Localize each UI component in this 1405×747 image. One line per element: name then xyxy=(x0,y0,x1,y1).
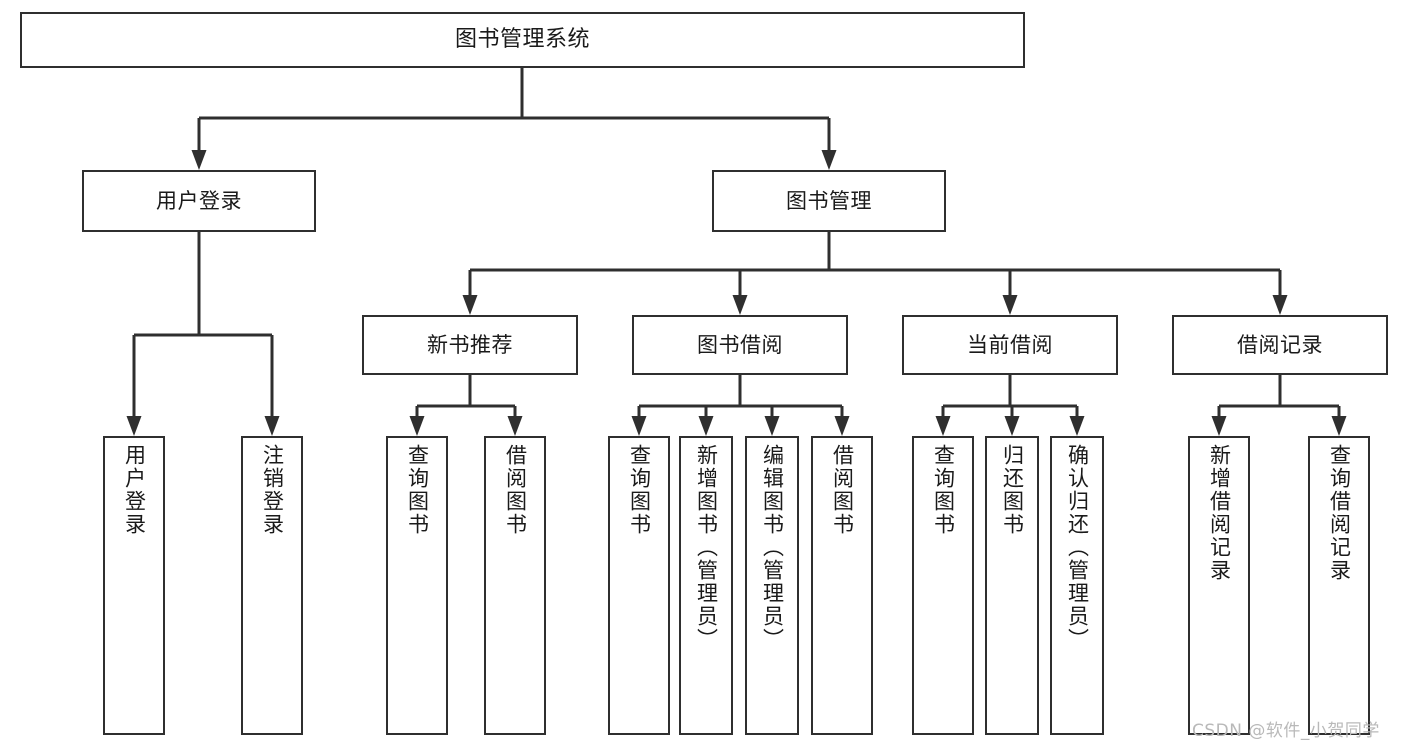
arrow-to-borrow-record-head xyxy=(1272,295,1288,315)
node-label-leaf-cb-confirm: 确认归还（管理员） xyxy=(1065,444,1090,651)
node-leaf-br-edit[interactable]: 编辑图书（管理员） xyxy=(745,436,799,735)
arrow-to-new-book-rec-head xyxy=(462,295,478,315)
node-label-leaf-rec-query: 查询图书 xyxy=(405,444,430,536)
node-label-leaf-cb-return: 归还图书 xyxy=(1000,444,1025,536)
node-label-book-borrow: 图书借阅 xyxy=(697,332,783,357)
arrow-to-book-manage-head xyxy=(821,150,837,170)
arrow-to-leaf-rec-query2-head xyxy=(1331,416,1347,436)
arrow-to-user-login-head xyxy=(191,150,207,170)
node-borrow-record[interactable]: 借阅记录 xyxy=(1172,315,1388,375)
node-current-borrow[interactable]: 当前借阅 xyxy=(902,315,1118,375)
node-leaf-user-logout[interactable]: 注销登录 xyxy=(241,436,303,735)
node-label-leaf-rec-query2: 查询借阅记录 xyxy=(1327,444,1352,582)
arrow-to-leaf-rec-query-head xyxy=(409,416,425,436)
node-leaf-br-query[interactable]: 查询图书 xyxy=(608,436,670,735)
node-leaf-br-add[interactable]: 新增图书（管理员） xyxy=(679,436,733,735)
node-label-leaf-user-logout: 注销登录 xyxy=(260,444,285,536)
node-leaf-rec-query2[interactable]: 查询借阅记录 xyxy=(1308,436,1370,735)
node-label-leaf-user-login: 用户登录 xyxy=(122,444,147,536)
arrow-to-leaf-rec-add-head xyxy=(1211,416,1227,436)
node-leaf-rec-query[interactable]: 查询图书 xyxy=(386,436,448,735)
node-label-user-login: 用户登录 xyxy=(156,188,242,213)
arrow-to-current-borrow-head xyxy=(1002,295,1018,315)
watermark: CSDN @软件_小贺同学 xyxy=(1192,721,1380,741)
node-leaf-cb-query[interactable]: 查询图书 xyxy=(912,436,974,735)
arrow-to-leaf-br-lend-head xyxy=(834,416,850,436)
node-leaf-rec-borrow[interactable]: 借阅图书 xyxy=(484,436,546,735)
node-label-current-borrow: 当前借阅 xyxy=(967,332,1053,357)
node-user-login[interactable]: 用户登录 xyxy=(82,170,316,232)
arrow-to-leaf-user-login-head xyxy=(126,416,142,436)
node-leaf-user-login[interactable]: 用户登录 xyxy=(103,436,165,735)
arrow-to-leaf-br-add-head xyxy=(698,416,714,436)
arrow-to-leaf-cb-confirm-head xyxy=(1069,416,1085,436)
node-label-book-manage: 图书管理 xyxy=(786,188,872,213)
node-leaf-br-lend[interactable]: 借阅图书 xyxy=(811,436,873,735)
node-leaf-rec-add[interactable]: 新增借阅记录 xyxy=(1188,436,1250,735)
arrow-to-leaf-br-query-head xyxy=(631,416,647,436)
arrow-to-leaf-rec-borrow-head xyxy=(507,416,523,436)
arrow-to-leaf-br-edit-head xyxy=(764,416,780,436)
node-label-root: 图书管理系统 xyxy=(454,27,590,53)
node-leaf-cb-return[interactable]: 归还图书 xyxy=(985,436,1039,735)
node-label-leaf-br-query: 查询图书 xyxy=(627,444,652,536)
node-label-leaf-rec-borrow: 借阅图书 xyxy=(503,444,528,536)
node-leaf-cb-confirm[interactable]: 确认归还（管理员） xyxy=(1050,436,1104,735)
node-label-leaf-rec-add: 新增借阅记录 xyxy=(1207,444,1232,582)
node-book-manage[interactable]: 图书管理 xyxy=(712,170,946,232)
node-new-book-rec[interactable]: 新书推荐 xyxy=(362,315,578,375)
node-label-borrow-record: 借阅记录 xyxy=(1237,332,1323,357)
node-label-leaf-br-add: 新增图书（管理员） xyxy=(694,444,719,651)
arrow-to-leaf-cb-query-head xyxy=(935,416,951,436)
node-label-new-book-rec: 新书推荐 xyxy=(427,332,513,357)
arrow-to-leaf-cb-return-head xyxy=(1004,416,1020,436)
node-label-leaf-cb-query: 查询图书 xyxy=(931,444,956,536)
node-root[interactable]: 图书管理系统 xyxy=(20,12,1025,68)
node-label-leaf-br-edit: 编辑图书（管理员） xyxy=(760,444,785,651)
arrow-to-book-borrow-head xyxy=(732,295,748,315)
node-book-borrow[interactable]: 图书借阅 xyxy=(632,315,848,375)
arrow-to-leaf-user-logout-head xyxy=(264,416,280,436)
node-label-leaf-br-lend: 借阅图书 xyxy=(830,444,855,536)
